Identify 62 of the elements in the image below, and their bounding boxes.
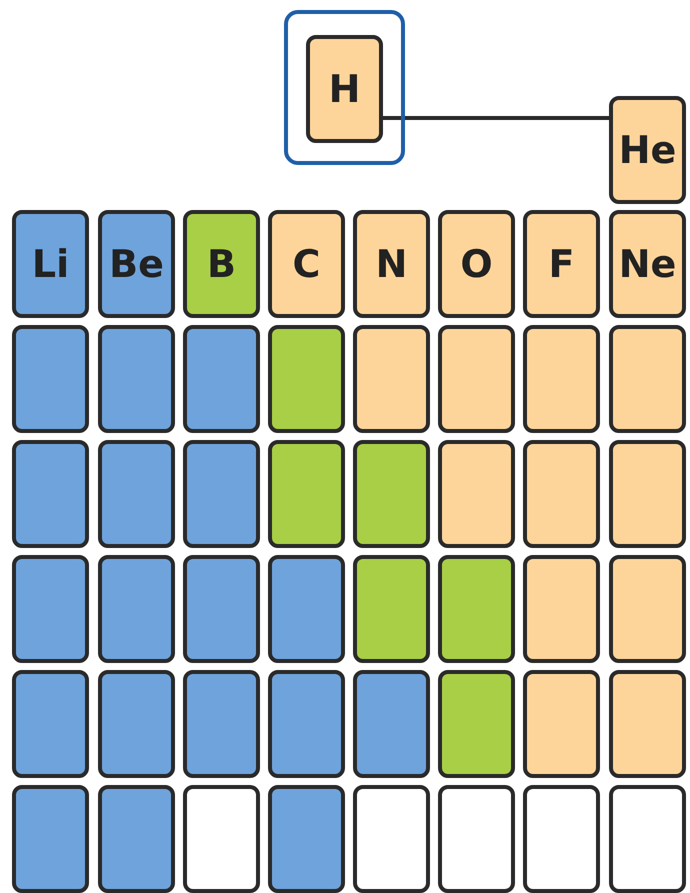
element-tile [438, 670, 515, 778]
element-tile [523, 670, 600, 778]
element-tile [609, 440, 686, 548]
element-tile [12, 210, 89, 318]
element-tile [438, 210, 515, 318]
element-tile [12, 440, 89, 548]
element-tile [438, 325, 515, 433]
element-tile [12, 785, 89, 893]
element-symbol: C [292, 245, 320, 283]
element-tile [183, 210, 260, 318]
element-tile [523, 440, 600, 548]
element-tile [183, 440, 260, 548]
element-tile [98, 325, 175, 433]
element-tile [523, 325, 600, 433]
element-tile [609, 325, 686, 433]
element-tile [609, 670, 686, 778]
element-tile [438, 785, 515, 893]
element-tile [353, 210, 430, 318]
element-tile [523, 210, 600, 318]
element-tile [98, 555, 175, 663]
element-tile [98, 210, 175, 318]
highlight-frame [284, 10, 405, 165]
element-tile [523, 785, 600, 893]
element-tile [353, 670, 430, 778]
element-symbol: Be [109, 245, 164, 283]
element-symbol: Li [32, 245, 70, 283]
element-tile [353, 785, 430, 893]
element-tile [609, 210, 686, 318]
connector-line [383, 116, 609, 120]
element-symbol: B [207, 245, 236, 283]
element-tile [268, 210, 345, 318]
element-tile [98, 785, 175, 893]
element-symbol: N [376, 245, 408, 283]
element-tile [609, 96, 686, 204]
element-tile [353, 440, 430, 548]
element-tile [12, 555, 89, 663]
element-tile [268, 670, 345, 778]
element-symbol: He [618, 131, 676, 169]
element-symbol: O [460, 245, 493, 283]
element-tile [438, 440, 515, 548]
element-tile [98, 440, 175, 548]
element-tile [438, 555, 515, 663]
element-tile [268, 785, 345, 893]
element-tile [306, 35, 383, 143]
element-tile [609, 555, 686, 663]
element-symbol: H [328, 70, 360, 108]
element-tile [353, 555, 430, 663]
element-tile [12, 670, 89, 778]
element-tile [183, 670, 260, 778]
element-tile [183, 555, 260, 663]
element-tile [98, 670, 175, 778]
element-tile [353, 325, 430, 433]
element-tile [609, 785, 686, 893]
element-tile [12, 325, 89, 433]
element-symbol: Ne [618, 245, 676, 283]
element-tile [183, 785, 260, 893]
element-tile [268, 555, 345, 663]
element-tile [523, 555, 600, 663]
element-tile [268, 325, 345, 433]
element-tile [183, 325, 260, 433]
element-symbol: F [548, 245, 574, 283]
element-tile [268, 440, 345, 548]
